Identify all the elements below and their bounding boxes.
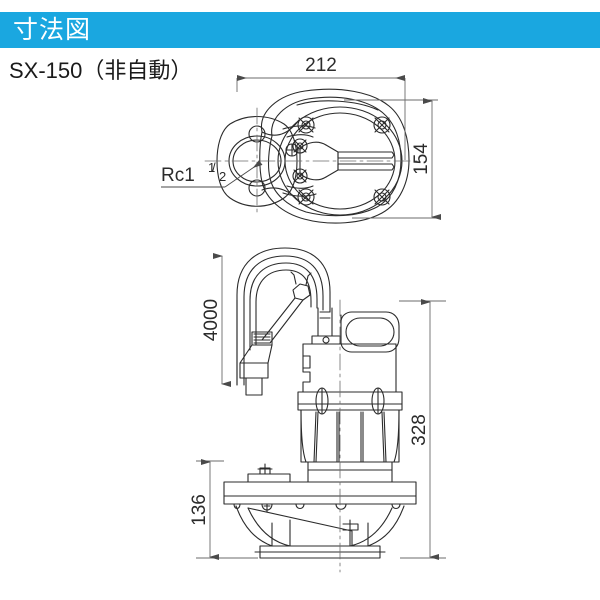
dimension-overall-width <box>236 75 406 160</box>
dimension-value-154: 154 <box>411 143 432 175</box>
dimension-value-136: 136 <box>189 494 210 526</box>
dimension-base-height <box>196 459 258 560</box>
dimension-overall-height <box>399 299 446 560</box>
callout-fraction-slash: / <box>212 160 216 175</box>
elevation-view-geometry <box>223 247 417 559</box>
callout-port-thread: Rc1 1 / 2 <box>161 159 263 188</box>
callout-label-rc: Rc1 <box>161 165 195 186</box>
dimension-value-4000: 4000 <box>201 299 222 341</box>
dimension-overall-depth <box>344 98 441 220</box>
dimension-value-212: 212 <box>305 55 337 76</box>
model-name-label: SX-150（非自動） <box>9 58 193 83</box>
callout-label-rc-numerator: 1 <box>208 160 215 175</box>
page-title: 寸法図 <box>13 16 92 44</box>
section-header-banner <box>0 12 600 48</box>
plan-view-geometry <box>216 88 410 224</box>
callout-label-rc-denominator: 2 <box>219 169 226 184</box>
dimension-value-328: 328 <box>409 414 430 446</box>
